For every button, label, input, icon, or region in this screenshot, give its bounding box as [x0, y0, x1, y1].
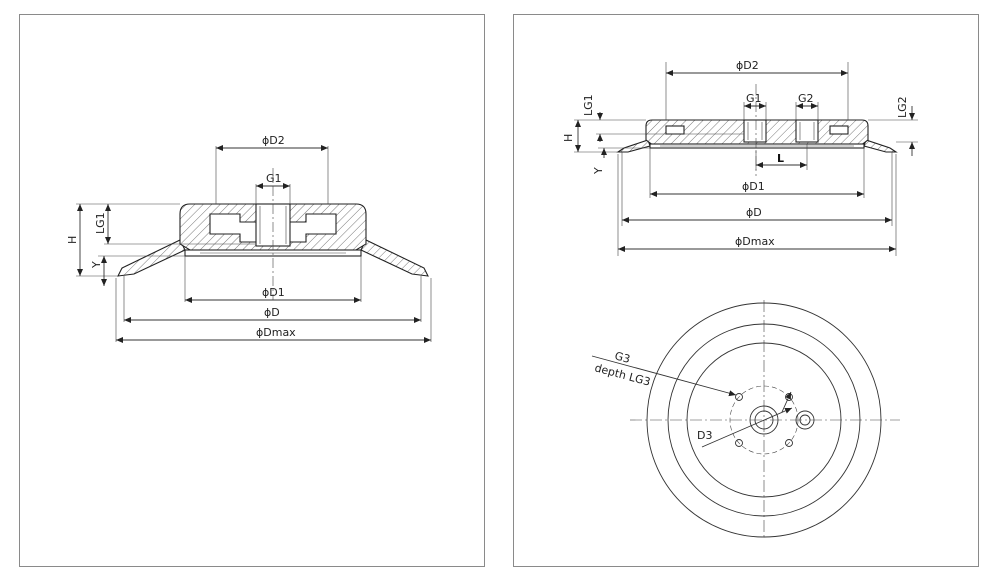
left-y-label: Y: [90, 261, 103, 269]
right-g3-label: G3: [613, 349, 631, 366]
left-g1-label: G1: [266, 172, 282, 185]
right-h-label: H: [562, 134, 575, 142]
right-l-label: L: [777, 152, 784, 165]
left-panel-frame: [19, 14, 485, 567]
right-labels: ϕD2 G1 G2 LG1 H Y LG2 L ϕD1 ϕD ϕDmax: [562, 59, 909, 248]
right-lg1-label: LG1: [582, 94, 595, 116]
left-h-label: H: [66, 236, 79, 244]
right-g1-label: G1: [746, 92, 762, 105]
right-d-label: ϕD: [746, 206, 762, 219]
right-dmax-label: ϕDmax: [735, 235, 775, 248]
left-dmax-label: ϕDmax: [256, 326, 296, 339]
right-cross-section: [616, 119, 898, 153]
left-labels: ϕD2 G1 LG1 H Y ϕD1 ϕD ϕDmax: [66, 134, 296, 339]
right-lg2-label: LG2: [896, 96, 909, 118]
left-d2-label: ϕD2: [262, 134, 285, 147]
right-d2-label: ϕD2: [736, 59, 759, 72]
right-d1-label: ϕD1: [742, 180, 765, 193]
right-dimensions: [574, 62, 918, 256]
right-depth-lg3-label: depth LG3: [593, 361, 652, 388]
left-lg1-label: LG1: [94, 212, 107, 234]
left-d1-label: ϕD1: [262, 286, 285, 299]
right-g2-label: G2: [798, 92, 814, 105]
right-plan-view: [591, 300, 900, 540]
right-y-label: Y: [592, 167, 605, 175]
right-panel-frame: [513, 14, 979, 567]
left-d-label: ϕD: [264, 306, 280, 319]
left-dimensions: [76, 145, 432, 343]
right-plan-labels: G3 depth LG3 D3: [593, 349, 712, 442]
right-d3-label: D3: [697, 429, 712, 442]
